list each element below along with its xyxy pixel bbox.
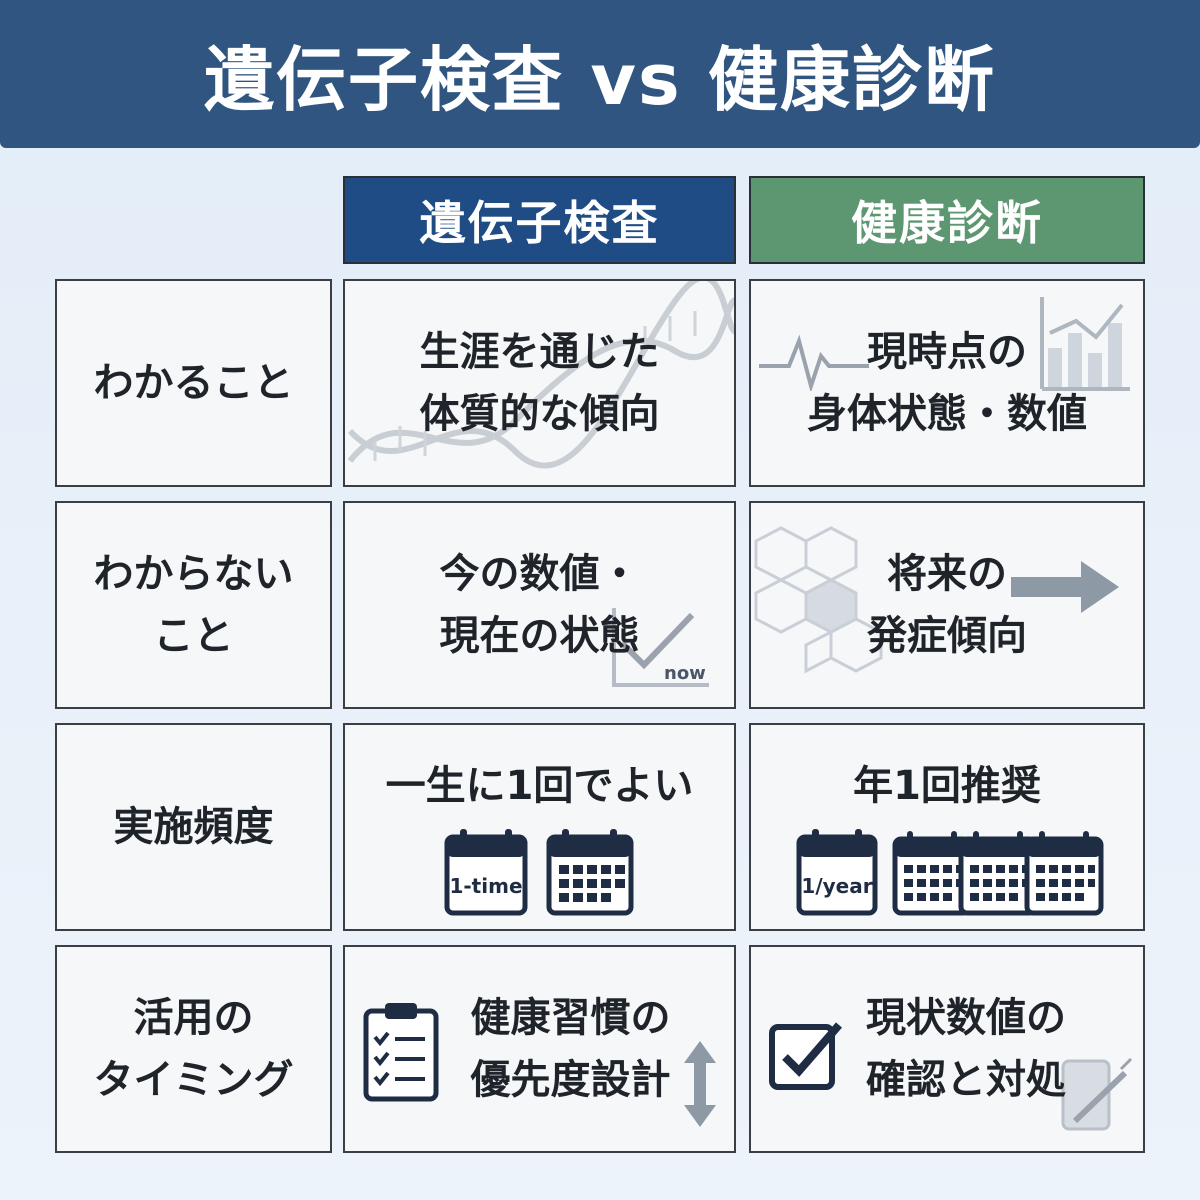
- health-timing-line: 確認と対処: [866, 1057, 1066, 1103]
- cell-genetic-frequency: 一生に1回でよい 1-time: [343, 723, 736, 931]
- up-down-arrow-icon: [684, 1041, 716, 1127]
- row-header-frequency: 実施頻度: [55, 723, 332, 931]
- heartbeat-icon: [759, 334, 869, 391]
- calendar-label-per-year: 1/year: [801, 874, 872, 898]
- row-header-line: タイミング: [93, 1057, 294, 1103]
- health-knowable-line: 身体状態・数値: [807, 391, 1087, 437]
- hexagon-molecule-icon: [754, 526, 883, 674]
- row-header-line: わからない: [93, 551, 294, 597]
- calendar-label-one-time: 1-time: [449, 874, 522, 898]
- calendar-icon: 1-time: [444, 829, 634, 916]
- cell-health-knowable: 現時点の 身体状態・数値: [749, 279, 1145, 487]
- clipboard-checklist-icon: [363, 1003, 439, 1102]
- cell-genetic-timing: 健康習慣の 優先度設計: [343, 945, 736, 1153]
- health-frequency-text: 年1回推奨: [853, 763, 1041, 809]
- title-bar: 遺伝子検査 vs 健康診断: [0, 0, 1200, 148]
- checkbox-icon: [769, 1022, 843, 1090]
- health-timing-line: 現状数値の: [866, 995, 1066, 1041]
- cell-health-timing: 現状数値の 確認と対処: [749, 945, 1145, 1153]
- genetic-unknowable-line: 今の数値・: [439, 551, 640, 597]
- genetic-knowable-line: 生涯を通じた: [419, 329, 660, 375]
- row-header-line: こと: [153, 613, 234, 659]
- checkmark-chart-icon: now: [612, 608, 709, 687]
- column-header-genetic-label: 遺伝子検査: [419, 196, 660, 250]
- row-header-line: 活用の: [133, 995, 254, 1041]
- row-header-timing: 活用の タイミング: [55, 945, 332, 1153]
- column-header-health-label: 健康診断: [851, 196, 1043, 250]
- arrow-right-icon: [1011, 561, 1119, 613]
- page-title: 遺伝子検査 vs 健康診断: [203, 38, 997, 121]
- cell-health-unknowable: 将来の 発症傾向: [749, 501, 1145, 709]
- health-knowable-line: 現時点の: [867, 329, 1027, 375]
- now-label: now: [664, 663, 706, 684]
- cell-health-frequency: 年1回推奨 1/year: [749, 723, 1145, 931]
- genetic-knowable-line: 体質的な傾向: [419, 391, 660, 437]
- genetic-timing-line: 優先度設計: [470, 1057, 671, 1103]
- genetic-frequency-text: 一生に1回でよい: [385, 763, 694, 809]
- genetic-timing-line: 健康習慣の: [470, 995, 671, 1041]
- health-unknowable-line: 将来の: [887, 551, 1007, 597]
- row-header-knowable: わかること: [55, 279, 332, 487]
- genetic-unknowable-line: 現在の状態: [439, 613, 640, 659]
- column-header-genetic-test: 遺伝子検査: [343, 176, 736, 264]
- health-unknowable-line: 発症傾向: [867, 613, 1027, 659]
- cell-genetic-knowable: 生涯を通じた 体質的な傾向: [343, 279, 736, 487]
- row-header-line: 実施頻度: [113, 804, 274, 850]
- row-header-unknowable: わからない こと: [55, 501, 332, 709]
- column-header-health-checkup: 健康診断: [749, 176, 1145, 264]
- calendar-icon: 1/year: [796, 829, 1104, 916]
- dna-icon: [347, 281, 734, 469]
- cell-genetic-unknowable: now 今の数値・ 現在の状態: [343, 501, 736, 709]
- row-header-line: わかること: [93, 360, 294, 406]
- syringe-icon: [1061, 1057, 1133, 1131]
- bar-chart-icon: [1040, 297, 1130, 391]
